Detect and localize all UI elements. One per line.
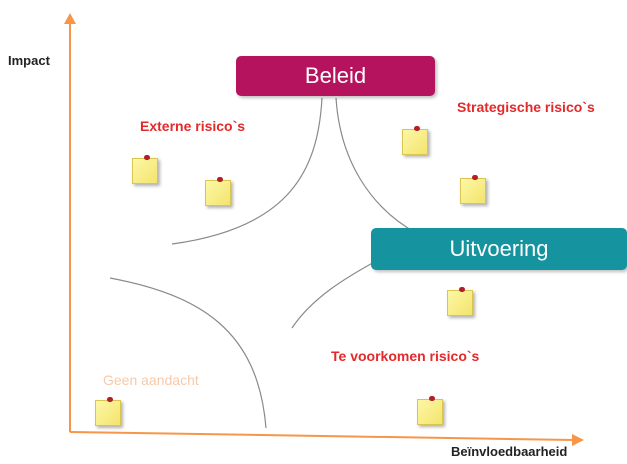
execution-box: Uitvoering (371, 228, 627, 270)
x-axis-label: Beïnvloedbaarheid (451, 444, 568, 459)
pushpin-icon (144, 155, 150, 160)
sticky-note-icon (447, 287, 473, 316)
sticky-note-icon (132, 155, 158, 184)
y-axis-label: Impact (8, 53, 50, 68)
quadrant-label-preventable: Te voorkomen risico`s (331, 348, 480, 364)
x-axis (69, 431, 575, 441)
sticky-note-icon (417, 396, 443, 425)
x-axis-arrow-icon (572, 434, 584, 446)
curve-external-boundary (171, 97, 323, 245)
policy-box: Beleid (236, 56, 435, 96)
quadrant-label-no-attention: Geen aandacht (103, 372, 199, 388)
quadrant-label-external: Externe risico`s (140, 118, 246, 134)
curve-preventable-boundary (291, 259, 379, 329)
sticky-note-icon (460, 175, 486, 204)
pushpin-icon (472, 175, 478, 180)
sticky-note-icon (402, 126, 428, 155)
curve-no-attention-boundary (109, 277, 267, 429)
pushpin-icon (107, 397, 113, 402)
pushpin-icon (459, 287, 465, 292)
curve-strategic-boundary (335, 97, 419, 235)
y-axis-arrow-icon (64, 13, 76, 24)
pushpin-icon (414, 126, 420, 131)
quadrant-label-strategic: Strategische risico`s (457, 99, 595, 115)
pushpin-icon (429, 396, 435, 401)
pushpin-icon (217, 177, 223, 182)
sticky-note-icon (95, 397, 121, 426)
sticky-note-icon (205, 177, 231, 206)
